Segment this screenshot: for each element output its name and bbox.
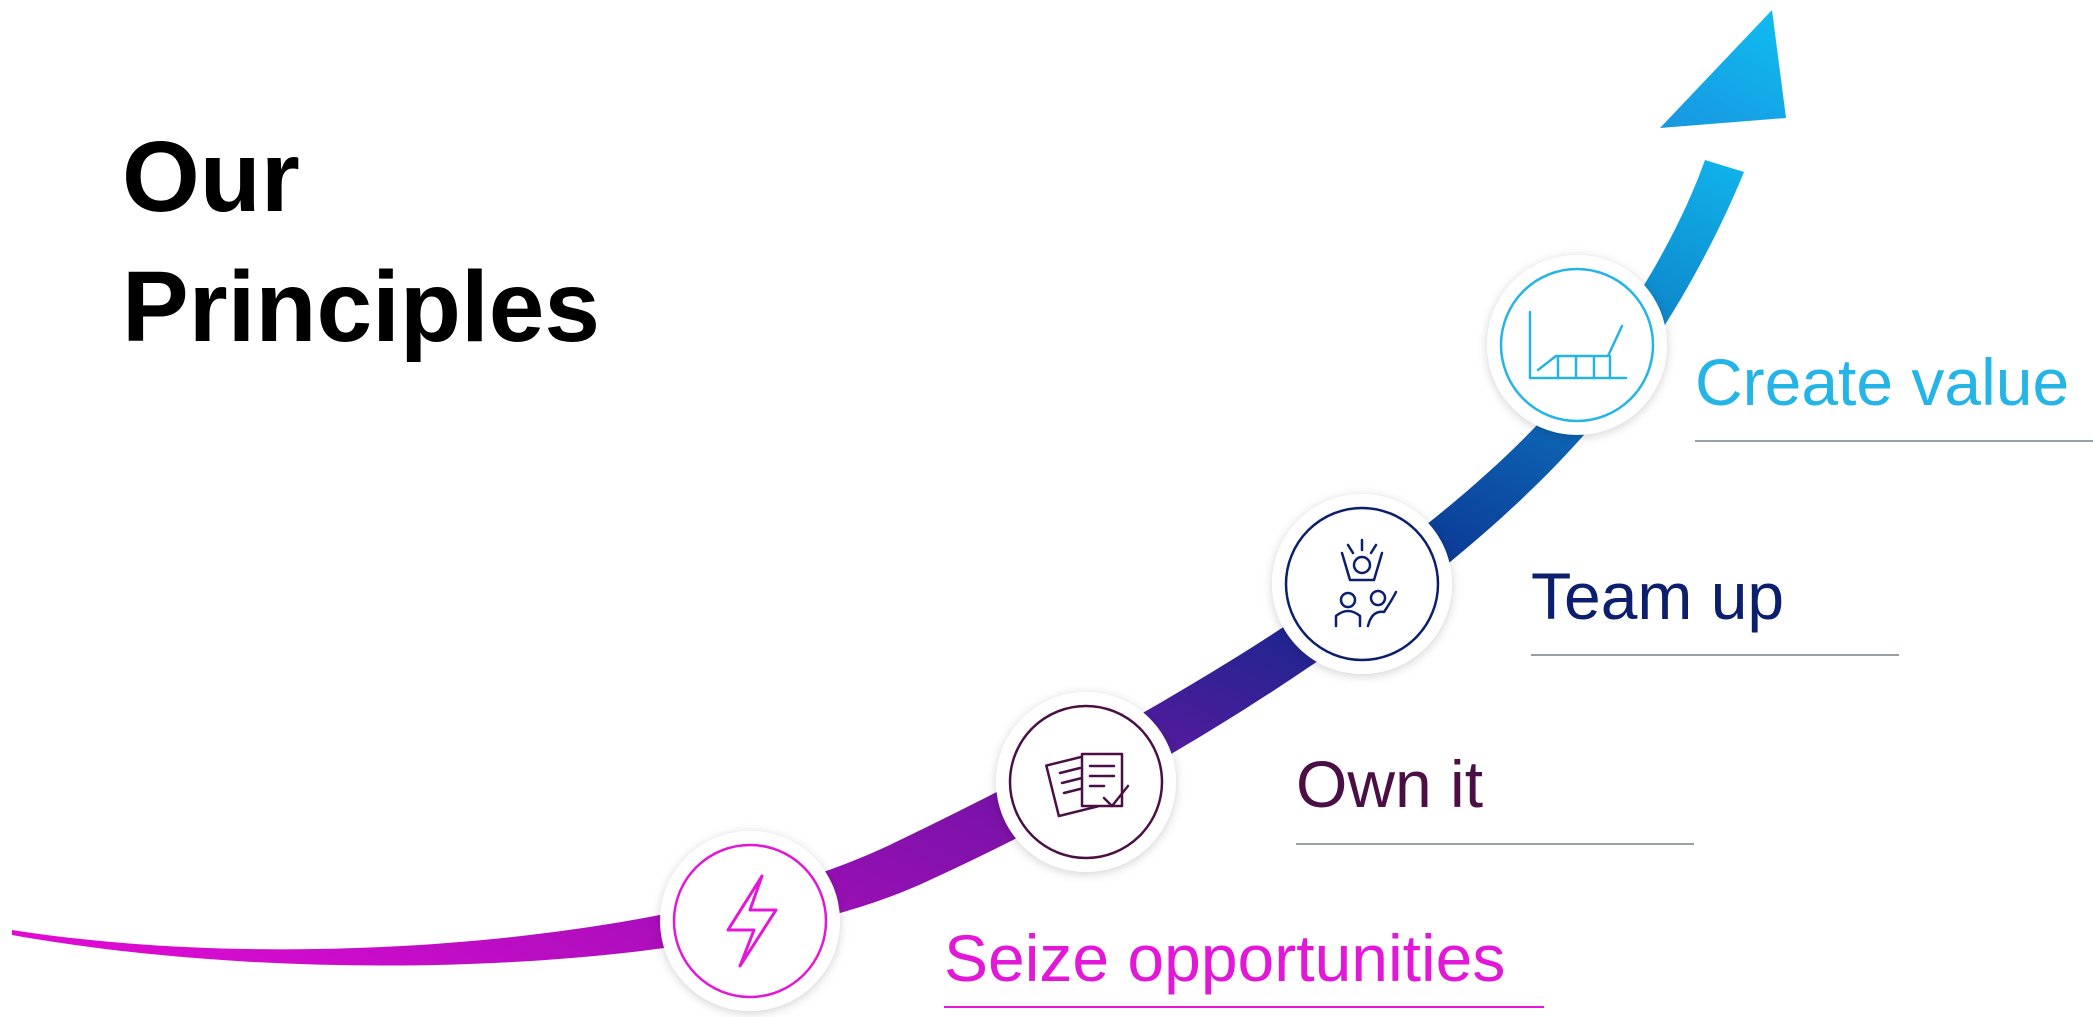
step-underline-team-up [1531, 654, 1899, 656]
arrow-head [1660, 10, 1786, 128]
step-create-value-node [1487, 255, 1667, 435]
step-underline-seize-opportunities [944, 1006, 1544, 1008]
step-label-create-value: Create value [1695, 345, 2070, 419]
growth-chart-icon [1528, 310, 1628, 380]
step-underline-create-value [1695, 440, 2093, 442]
documents-check-icon [1045, 752, 1130, 818]
step-team-up-node [1272, 494, 1452, 674]
team-celebrate-icon [1334, 538, 1398, 628]
title-line-2: Principles [122, 251, 600, 363]
step-seize-opportunities-node [660, 831, 840, 1011]
step-label-own-it: Own it [1296, 747, 1484, 821]
title-line-1: Our [122, 121, 300, 233]
lightning-bolt-icon [726, 874, 778, 968]
step-underline-own-it [1296, 843, 1694, 845]
step-label-seize-opportunities: Seize opportunities [944, 921, 1506, 995]
slide-title: Our Principles [122, 112, 600, 372]
step-label-team-up: Team up [1531, 559, 1785, 633]
step-own-it-node [996, 692, 1176, 872]
